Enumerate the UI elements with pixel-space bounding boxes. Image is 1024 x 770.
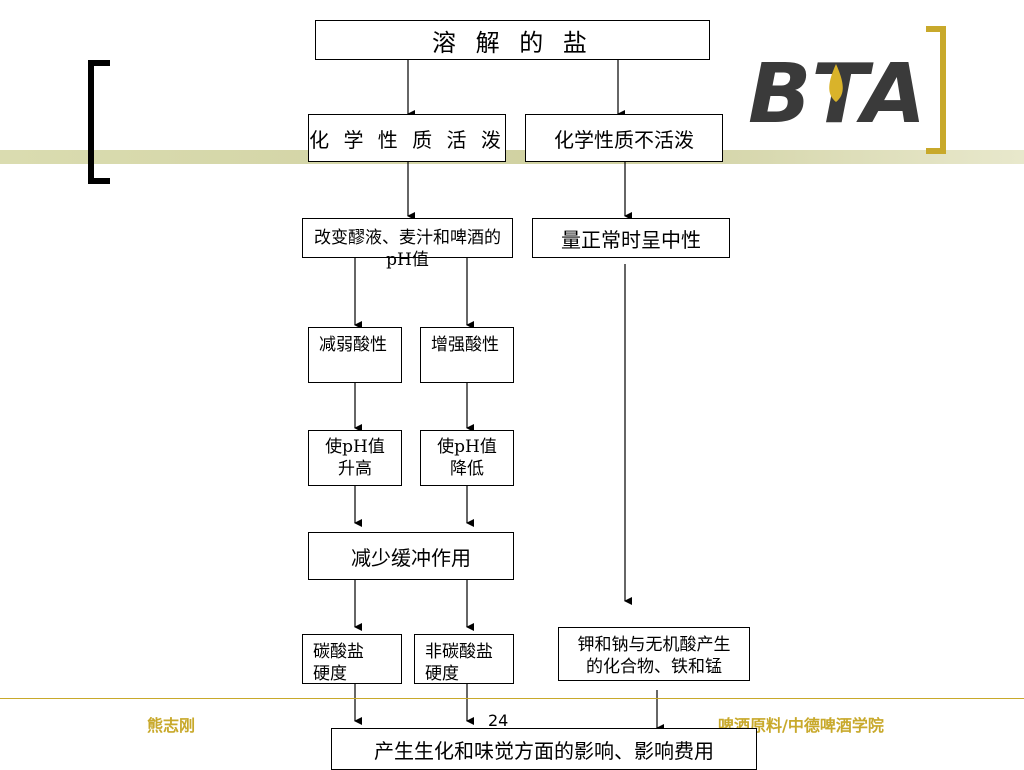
inactive-box: 化学性质不活泼	[525, 114, 723, 162]
compounds-box: 钾和钠与无机酸产生的化合物、铁和锰	[558, 627, 750, 681]
noncarbonate-hardness-box: 非碳酸盐硬度	[414, 634, 514, 684]
decorative-band	[0, 150, 1024, 164]
effect-box: 产生生化和味觉方面的影响、影响费用	[331, 728, 757, 770]
right-bracket-icon	[926, 26, 946, 154]
neutral-box: 量正常时呈中性	[532, 218, 730, 258]
ph-up-box: 使pH值升高	[308, 430, 402, 486]
footer-rule	[0, 698, 1024, 699]
footer-course: 啤酒原料/中德啤酒学院	[718, 716, 884, 735]
change-ph-box: 改变醪液、麦汁和啤酒的pH值	[302, 218, 513, 270]
strengthen-acidity-box: 增强酸性	[420, 327, 514, 383]
left-bracket-icon	[88, 60, 110, 184]
page-number: 24	[488, 711, 509, 730]
weaken-acidity-box: 减弱酸性	[308, 327, 402, 383]
active-box: 化 学 性 质 活 泼	[308, 114, 506, 162]
root-box: 溶 解 的 盐	[315, 20, 710, 60]
drop-icon	[829, 64, 843, 102]
bta-logo: BTA	[748, 50, 926, 130]
footer-author: 熊志刚	[147, 716, 196, 735]
ph-down-box: 使pH值降低	[420, 430, 514, 486]
carbonate-hardness-box: 碳酸盐硬度	[302, 634, 402, 684]
reduce-buffer-box: 减少缓冲作用	[308, 532, 514, 580]
